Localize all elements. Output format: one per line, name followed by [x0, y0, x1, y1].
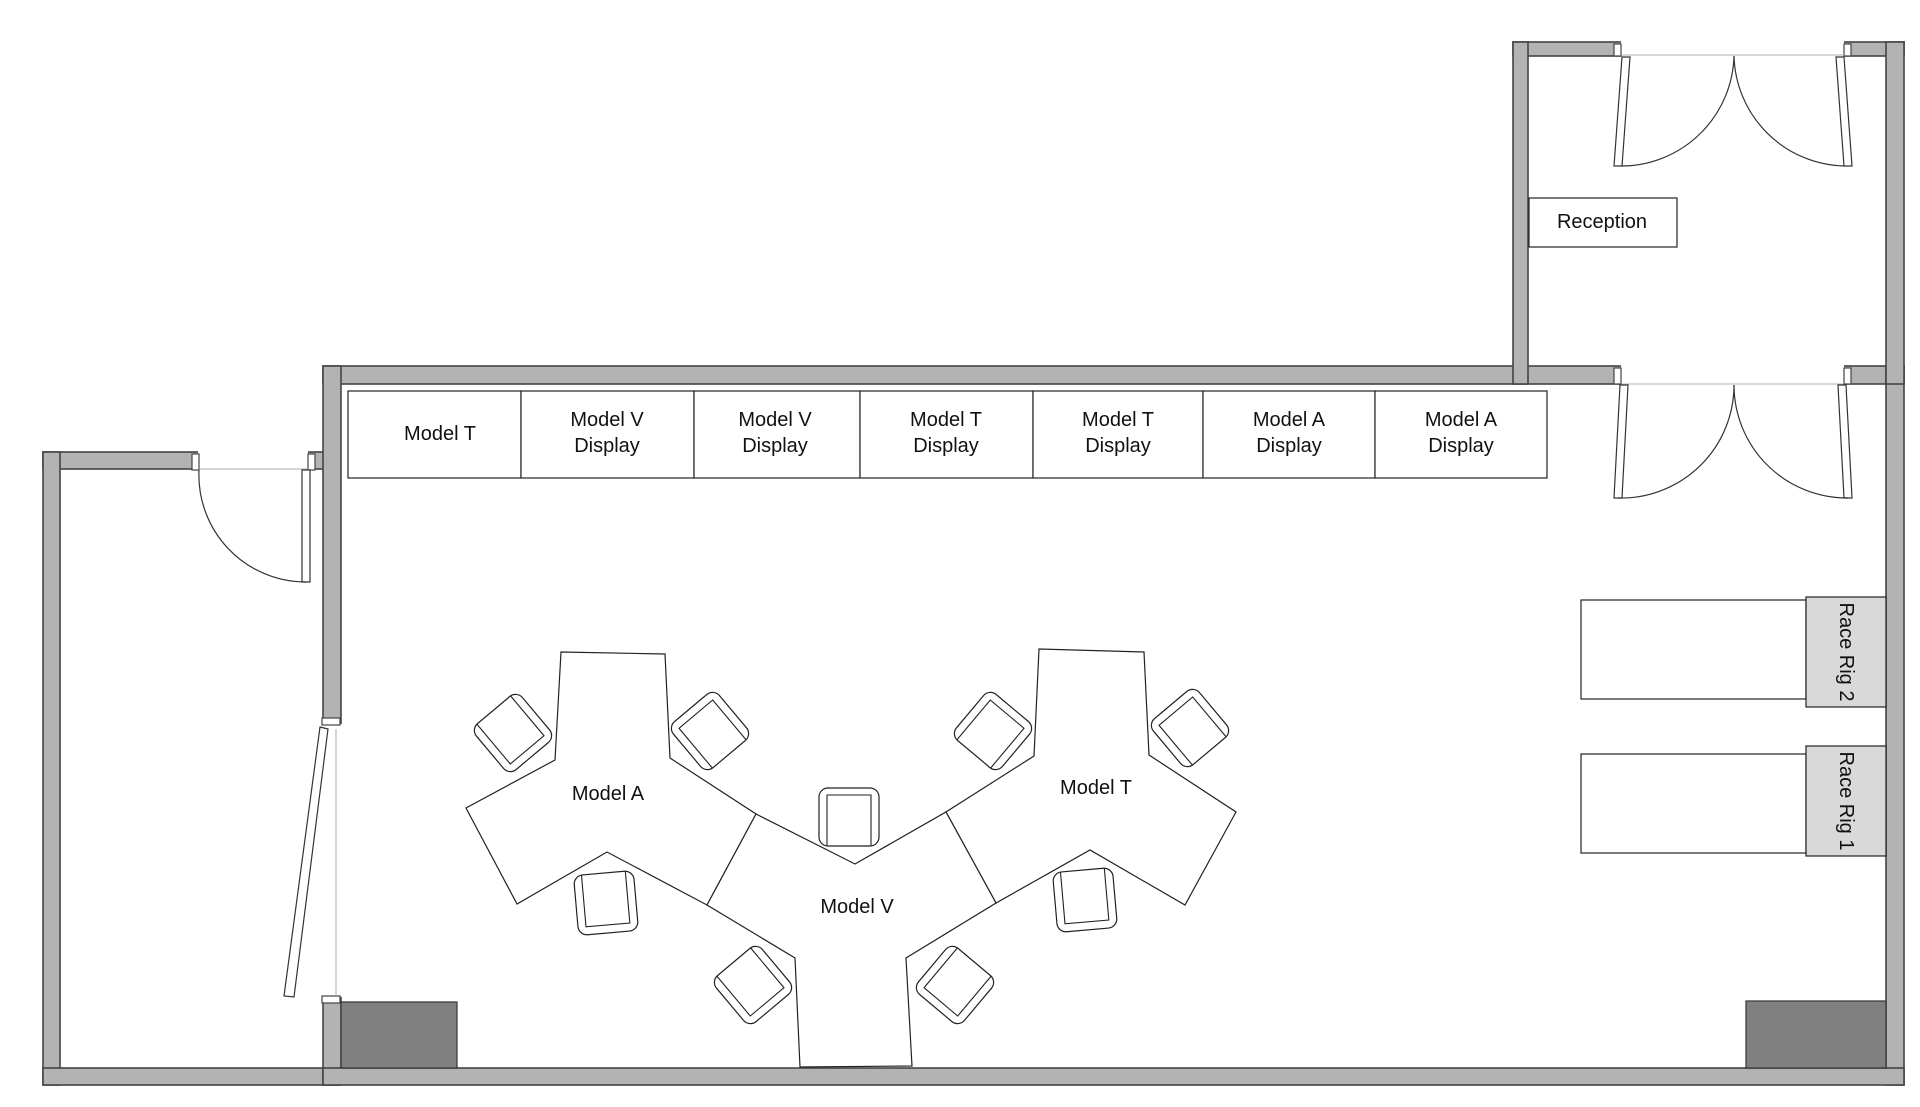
chair[interactable]: [951, 689, 1036, 774]
display-row: Model T Model V Display Model V Display …: [347, 390, 1548, 479]
reception-wall-left: [1512, 41, 1529, 385]
reception-entry-opening: [1621, 41, 1844, 57]
door-jamb: [191, 453, 200, 471]
desk-model-a-label: Model A: [572, 783, 645, 805]
race-rig-1-label: Race Rig 1: [1835, 752, 1857, 851]
display-box[interactable]: [520, 390, 695, 479]
door-jamb: [307, 453, 316, 471]
reception-wall-right: [1885, 41, 1905, 385]
hall-entry-door[interactable]: [1613, 384, 1853, 499]
display-label: Display: [1085, 435, 1151, 457]
chair[interactable]: [573, 870, 639, 936]
display-box[interactable]: [693, 390, 861, 479]
display-label: Model V: [738, 409, 812, 431]
desk-cluster: Model A Model T Model V: [465, 648, 1237, 1068]
corner-block-right: [1745, 1000, 1887, 1069]
display-box[interactable]: [1032, 390, 1204, 479]
chair[interactable]: [471, 691, 556, 776]
door-jamb: [1613, 43, 1622, 57]
reception-label: Reception: [1557, 211, 1647, 233]
doors: [198, 55, 1853, 998]
display-label: Model T: [910, 409, 982, 431]
display-label: Display: [574, 435, 640, 457]
display-label: Model V: [570, 409, 644, 431]
display-label: Display: [742, 435, 808, 457]
desk-model-v[interactable]: [706, 811, 997, 1068]
hall-left-opening: [322, 724, 342, 997]
annex-door[interactable]: [198, 469, 311, 583]
reception-desk[interactable]: Reception: [1528, 197, 1678, 248]
door-jamb: [1843, 43, 1852, 57]
display-box[interactable]: [1374, 390, 1548, 479]
display-label: Model A: [1425, 409, 1498, 431]
chair[interactable]: [1052, 867, 1118, 933]
corner-block-left: [340, 1001, 458, 1069]
hall-wall-bottom: [322, 1067, 1905, 1086]
chair[interactable]: [818, 787, 880, 847]
hall-wall-right: [1885, 365, 1905, 1086]
race-rig-1[interactable]: Race Rig 1: [1580, 745, 1887, 857]
chair[interactable]: [913, 943, 998, 1028]
desk-model-t[interactable]: [945, 648, 1237, 906]
annex-wall-bottom: [42, 1067, 341, 1086]
chair[interactable]: [711, 943, 796, 1028]
hall-left-window[interactable]: [283, 726, 337, 998]
desk-model-t-label: Model T: [1060, 777, 1132, 799]
reception-entry-door[interactable]: [1613, 55, 1853, 167]
door-jamb: [1843, 367, 1852, 385]
desk-model-a[interactable]: [465, 651, 757, 906]
hall-entry-opening: [1621, 365, 1844, 385]
chair[interactable]: [1148, 686, 1233, 771]
display-label: Display: [1428, 435, 1494, 457]
annex-door-opening: [198, 451, 308, 470]
display-label: Display: [1256, 435, 1322, 457]
chairs: [471, 686, 1233, 1028]
display-label: Model T: [404, 423, 476, 445]
openings: [191, 41, 1852, 1004]
door-jamb: [321, 717, 341, 726]
display-box[interactable]: [347, 390, 522, 479]
display-box[interactable]: [859, 390, 1034, 479]
display-label: Display: [913, 435, 979, 457]
display-label: Model A: [1253, 409, 1326, 431]
chair[interactable]: [668, 689, 753, 774]
annex-wall-left: [42, 451, 61, 1086]
door-jamb: [1613, 367, 1622, 385]
race-rig-2[interactable]: Race Rig 2: [1580, 596, 1887, 708]
display-label: Model T: [1082, 409, 1154, 431]
display-box[interactable]: [1202, 390, 1376, 479]
door-jamb: [321, 995, 341, 1004]
race-rig-2-label: Race Rig 2: [1835, 603, 1857, 702]
desk-model-v-label: Model V: [820, 896, 894, 918]
